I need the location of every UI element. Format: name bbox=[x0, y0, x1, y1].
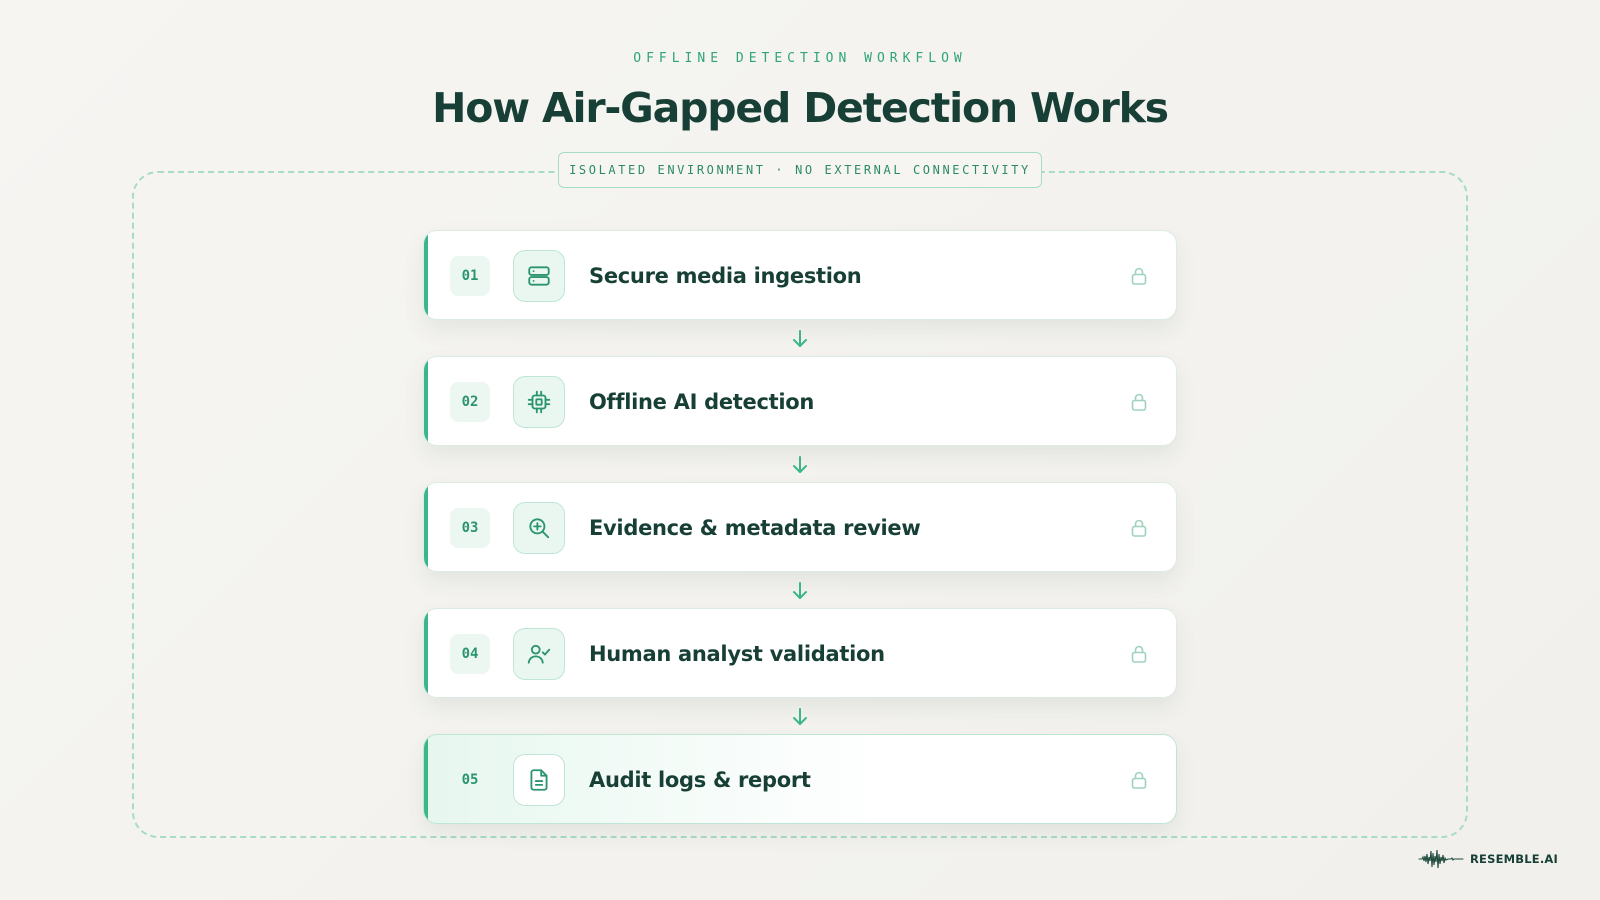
waveform-icon bbox=[1418, 849, 1464, 869]
environment-badge: ISOLATED ENVIRONMENT · NO EXTERNAL CONNE… bbox=[558, 152, 1042, 188]
eyebrow-label: OFFLINE DETECTION WORKFLOW bbox=[633, 51, 967, 66]
step-number: 04 bbox=[450, 634, 490, 674]
page-title: How Air-Gapped Detection Works bbox=[432, 84, 1169, 132]
step-card-4: 04 Human analyst validation bbox=[423, 608, 1177, 698]
user-check-icon bbox=[513, 628, 565, 680]
step-card-1: 01 Secure media ingestion bbox=[423, 230, 1177, 320]
step-number: 01 bbox=[450, 256, 490, 296]
server-icon bbox=[513, 250, 565, 302]
lock-icon bbox=[1131, 393, 1147, 411]
step-number: 02 bbox=[450, 382, 490, 422]
brand-name: RESEMBLE.AI bbox=[1470, 852, 1558, 866]
chip-icon bbox=[513, 376, 565, 428]
zoom-in-icon bbox=[513, 502, 565, 554]
lock-icon bbox=[1131, 645, 1147, 663]
flow-arrow-icon bbox=[793, 708, 807, 725]
lock-icon bbox=[1131, 519, 1147, 537]
flow-arrow-icon bbox=[793, 582, 807, 599]
step-number: 05 bbox=[461, 772, 479, 788]
step-label: Secure media ingestion bbox=[589, 264, 862, 288]
step-label: Audit logs & report bbox=[589, 768, 811, 792]
flow-arrow-icon bbox=[793, 456, 807, 473]
document-icon bbox=[513, 754, 565, 806]
step-card-5: 05 Audit logs & report bbox=[423, 734, 1177, 824]
step-number: 03 bbox=[450, 508, 490, 548]
step-label: Human analyst validation bbox=[589, 642, 885, 666]
step-card-3: 03 Evidence & metadata review bbox=[423, 482, 1177, 572]
step-label: Offline AI detection bbox=[589, 390, 815, 414]
lock-icon bbox=[1131, 267, 1147, 285]
lock-icon bbox=[1131, 771, 1147, 789]
brand-logo: RESEMBLE.AI bbox=[1418, 848, 1558, 870]
step-label: Evidence & metadata review bbox=[589, 516, 921, 540]
step-card-2: 02 Offline AI detection bbox=[423, 356, 1177, 446]
flow-arrow-icon bbox=[793, 330, 807, 347]
